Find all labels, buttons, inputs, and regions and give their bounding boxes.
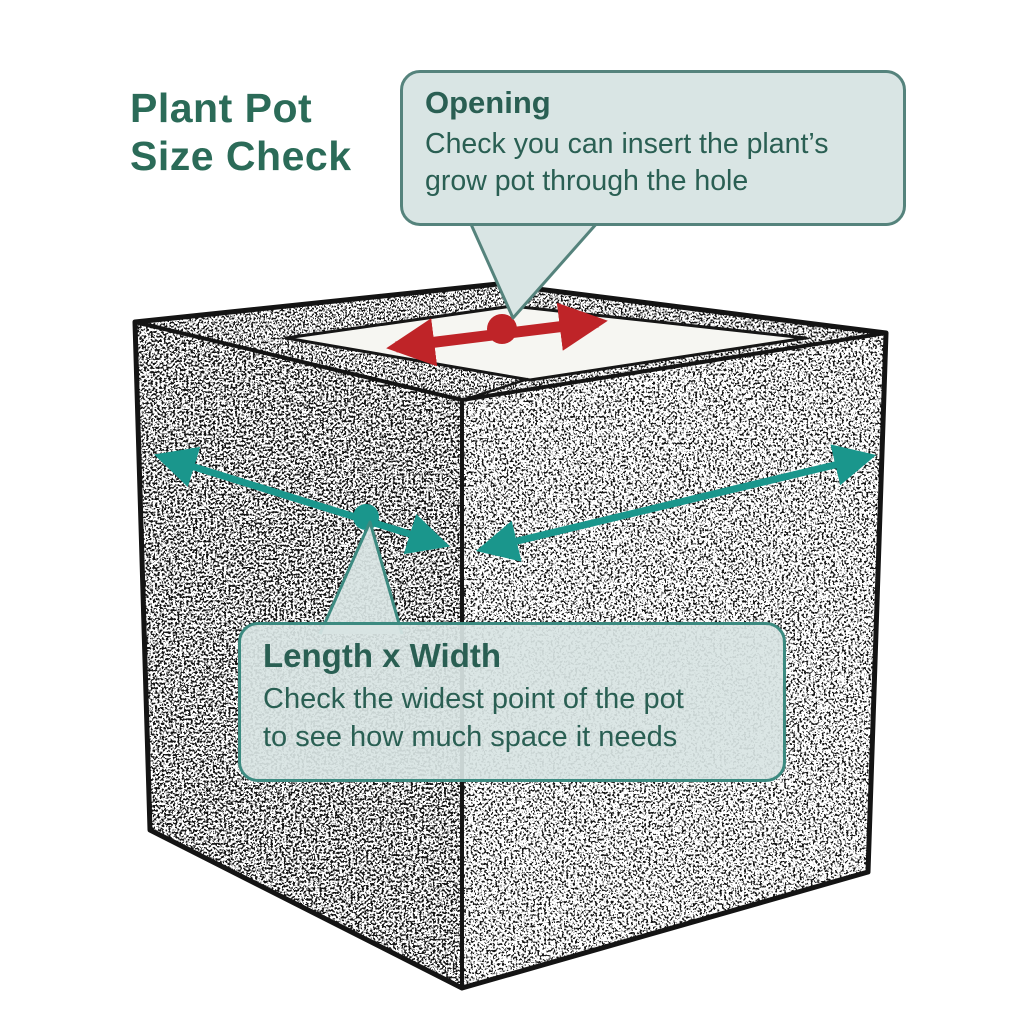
length-width-callout-body-line1: Check the widest point of the pot xyxy=(263,683,684,715)
page-title-line1: Plant Pot xyxy=(130,85,313,131)
lw-callout-tail xyxy=(318,520,404,635)
opening-callout-heading: Opening xyxy=(425,85,551,120)
opening-callout-body-line2: grow pot through the hole xyxy=(425,165,749,198)
width-arrow-right xyxy=(475,444,877,562)
opening-callout-body-line1: Check you can insert the plant’s xyxy=(425,128,829,160)
opening-callout: Opening Check you can insert the plant’s… xyxy=(400,70,906,226)
width-center-dot xyxy=(353,504,379,530)
length-width-callout-body-line2: to see how much space it needs xyxy=(263,720,678,753)
page-title: Plant Pot Size Check xyxy=(130,84,352,181)
opening-rim-line xyxy=(465,377,529,401)
opening-center-dot xyxy=(487,314,517,344)
length-width-callout: Length x Width Check the widest point of… xyxy=(238,622,786,782)
opening-callout-tail xyxy=(468,221,600,320)
length-width-callout-heading: Length x Width xyxy=(263,637,501,674)
width-arrow-left xyxy=(153,446,451,555)
page-title-line2: Size Check xyxy=(130,133,352,180)
